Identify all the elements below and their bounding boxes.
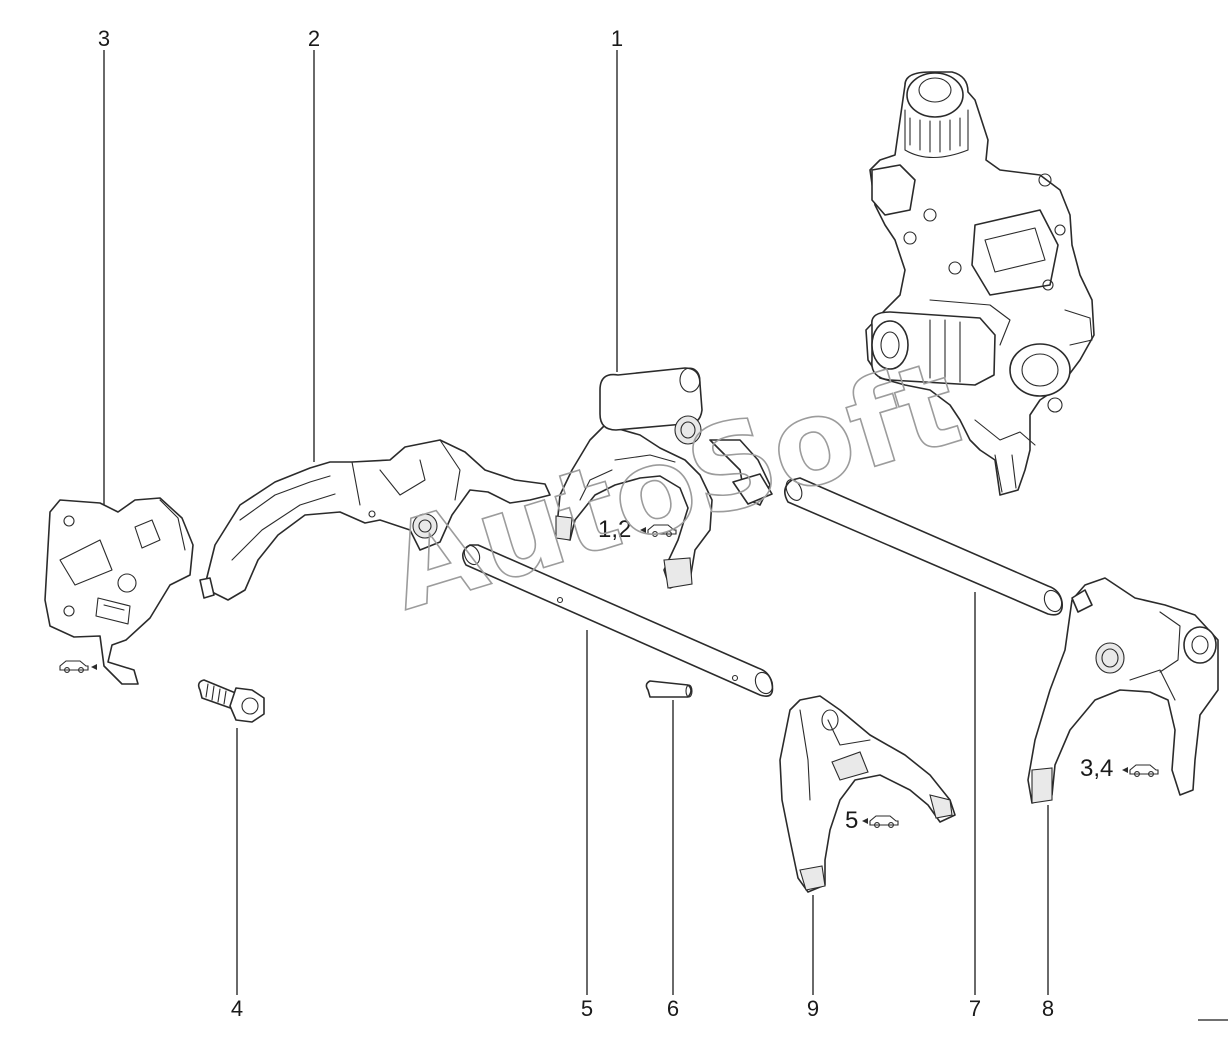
callout-8: 8 xyxy=(1042,996,1054,1021)
callout-7: 7 xyxy=(969,996,981,1021)
callout-9: 9 xyxy=(807,996,819,1021)
part-3-bracket xyxy=(44,497,194,685)
gear-label-text-1-2: 1,2 xyxy=(598,516,631,543)
gear-label-3-4: 3,4 xyxy=(1080,755,1159,782)
car-arrow-icon xyxy=(59,660,97,673)
gear-label-1-2: 1,2 xyxy=(598,516,677,543)
leader-lines xyxy=(103,50,1228,1021)
callout-1: 1 xyxy=(611,26,623,51)
callout-4: 4 xyxy=(231,996,243,1021)
part-7-shaft xyxy=(784,477,1064,616)
callout-3: 3 xyxy=(98,26,110,51)
part-8-fork xyxy=(1027,577,1219,804)
part-9-fork xyxy=(779,695,956,893)
part-5-shaft xyxy=(462,544,774,697)
part-2-fork xyxy=(199,439,551,601)
callout-2: 2 xyxy=(308,26,320,51)
gear-label-text-3-4: 3,4 xyxy=(1080,755,1113,782)
car-arrow-icon xyxy=(862,815,899,828)
callout-5: 5 xyxy=(581,996,593,1021)
car-arrow-icon xyxy=(1122,764,1159,777)
part-4-bolt xyxy=(197,679,265,723)
actuator-assembly xyxy=(865,71,1095,496)
part-1-fork xyxy=(555,367,773,589)
callout-numbers: 3 2 1 4 5 6 9 7 8 xyxy=(98,26,1054,1021)
part-6-pin xyxy=(645,680,693,698)
car-arrow-icon xyxy=(640,524,677,537)
gear-label-5: 5 xyxy=(845,807,899,834)
gear-label-text-5: 5 xyxy=(845,807,858,834)
callout-6: 6 xyxy=(667,996,679,1021)
